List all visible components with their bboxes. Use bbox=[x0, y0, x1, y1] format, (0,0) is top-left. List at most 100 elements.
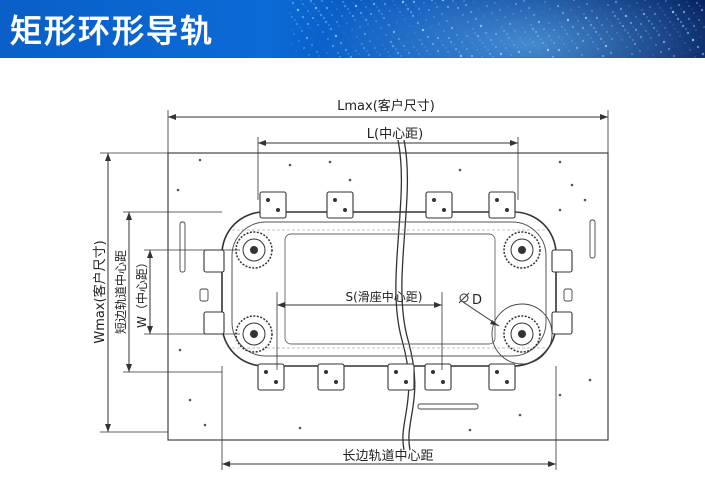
banner-dot bbox=[667, 47, 671, 51]
banner-dot bbox=[358, 53, 360, 55]
banner-dot bbox=[521, 41, 523, 43]
banner-dot bbox=[449, 40, 453, 44]
banner-dot bbox=[536, 34, 540, 38]
banner-dot bbox=[299, 13, 301, 15]
banner-dot bbox=[549, 8, 551, 10]
banner-dot bbox=[431, 42, 435, 46]
banner-dot bbox=[434, 47, 436, 49]
banner-dot bbox=[507, 36, 511, 40]
banner-dot bbox=[541, 11, 543, 13]
banner-dot bbox=[333, 18, 335, 20]
banner-dot bbox=[335, 20, 339, 24]
banner-dot bbox=[505, 47, 507, 49]
banner-dot bbox=[368, 9, 370, 11]
banner-dot bbox=[338, 55, 342, 58]
banner-dot bbox=[498, 36, 500, 38]
banner-dot bbox=[400, 55, 402, 57]
banner-dot bbox=[367, 53, 371, 57]
banner-dot bbox=[468, 52, 470, 54]
banner-dot bbox=[575, 16, 577, 18]
banner-dot bbox=[364, 18, 368, 22]
banner-dot bbox=[346, 22, 348, 24]
lmax-label: Lmax(客户尺寸) bbox=[337, 98, 435, 114]
banner-dot bbox=[502, 0, 504, 1]
banner-dot bbox=[675, 14, 677, 16]
track-inner bbox=[231, 221, 547, 357]
banner-dot bbox=[467, 21, 469, 23]
banner-dot bbox=[510, 54, 512, 56]
banner-dot bbox=[633, 42, 637, 46]
banner-dot bbox=[520, 10, 522, 12]
banner-dot bbox=[609, 21, 611, 23]
banner-dot bbox=[646, 16, 648, 18]
banner-dot bbox=[631, 53, 633, 55]
banner-dot bbox=[358, 25, 362, 29]
banner-dot bbox=[347, 53, 349, 55]
banner-dot bbox=[589, 23, 593, 27]
banner-dot bbox=[508, 50, 510, 52]
banner-dot bbox=[464, 3, 468, 7]
banner-dot bbox=[703, 26, 705, 28]
banner-dot bbox=[548, 22, 550, 24]
banner-dot bbox=[650, 37, 652, 39]
plate-holes bbox=[176, 158, 592, 432]
banner-dot bbox=[672, 54, 676, 58]
banner-dot bbox=[463, 0, 465, 2]
banner-dot bbox=[600, 23, 604, 27]
d-circle bbox=[491, 303, 553, 365]
banner-dot bbox=[554, 15, 556, 17]
banner-dot bbox=[334, 4, 336, 6]
banner-dot bbox=[323, 17, 325, 19]
banner-dot bbox=[643, 0, 647, 2]
banner-dot bbox=[315, 20, 317, 22]
banner-dot bbox=[481, 56, 483, 58]
banner-dot bbox=[391, 14, 393, 16]
banner-dot bbox=[526, 48, 528, 50]
banner-dot bbox=[454, 47, 458, 51]
banner-dot bbox=[532, 13, 536, 17]
banner-dot bbox=[339, 41, 343, 45]
banner-dot bbox=[692, 24, 696, 28]
banner-dot bbox=[508, 22, 512, 26]
banner-dot bbox=[477, 35, 479, 37]
banner-dot bbox=[300, 0, 302, 1]
banner-dot-pattern bbox=[289, 0, 705, 58]
header-banner: 矩形环形导轨 bbox=[0, 0, 705, 58]
banner-glow bbox=[300, 0, 705, 58]
banner-dot bbox=[566, 18, 570, 22]
banner-dot bbox=[637, 33, 639, 35]
banner-dot bbox=[315, 50, 319, 54]
banner-dot bbox=[421, 28, 425, 32]
banner-dot bbox=[569, 36, 571, 38]
banner-dot bbox=[330, 13, 334, 17]
banner-dot bbox=[320, 0, 324, 3]
banner-dot bbox=[610, 37, 614, 41]
banner-dot bbox=[290, 15, 294, 19]
banner-dot bbox=[426, 5, 428, 7]
banner-dot bbox=[407, 51, 411, 55]
banner-dot bbox=[299, 26, 301, 28]
banner-dot bbox=[478, 8, 480, 10]
banner-dot bbox=[531, 27, 535, 31]
banner-dot bbox=[568, 50, 570, 52]
banner-dot bbox=[310, 43, 314, 47]
banner-dot bbox=[532, 41, 534, 43]
banner-dot bbox=[517, 50, 521, 54]
banner-dot bbox=[291, 1, 295, 5]
banner-dot bbox=[638, 49, 642, 53]
banner-dot bbox=[571, 25, 575, 29]
banner-dot bbox=[429, 53, 431, 55]
banner-dot bbox=[373, 46, 377, 50]
banner-dot bbox=[496, 19, 498, 21]
track-drawing: Lmax(客户尺寸) L(中心距) bbox=[92, 98, 609, 470]
page-title: 矩形环形导轨 bbox=[10, 12, 215, 50]
banner-dot bbox=[372, 2, 376, 6]
banner-dot bbox=[395, 48, 397, 50]
banner-dot bbox=[362, 16, 364, 18]
banner-dot bbox=[684, 42, 686, 44]
banner-dot bbox=[392, 0, 394, 2]
banner-dot bbox=[560, 53, 562, 55]
banner-dot bbox=[360, 0, 362, 1]
banner-dot bbox=[642, 12, 646, 16]
banner-dot bbox=[565, 2, 567, 4]
